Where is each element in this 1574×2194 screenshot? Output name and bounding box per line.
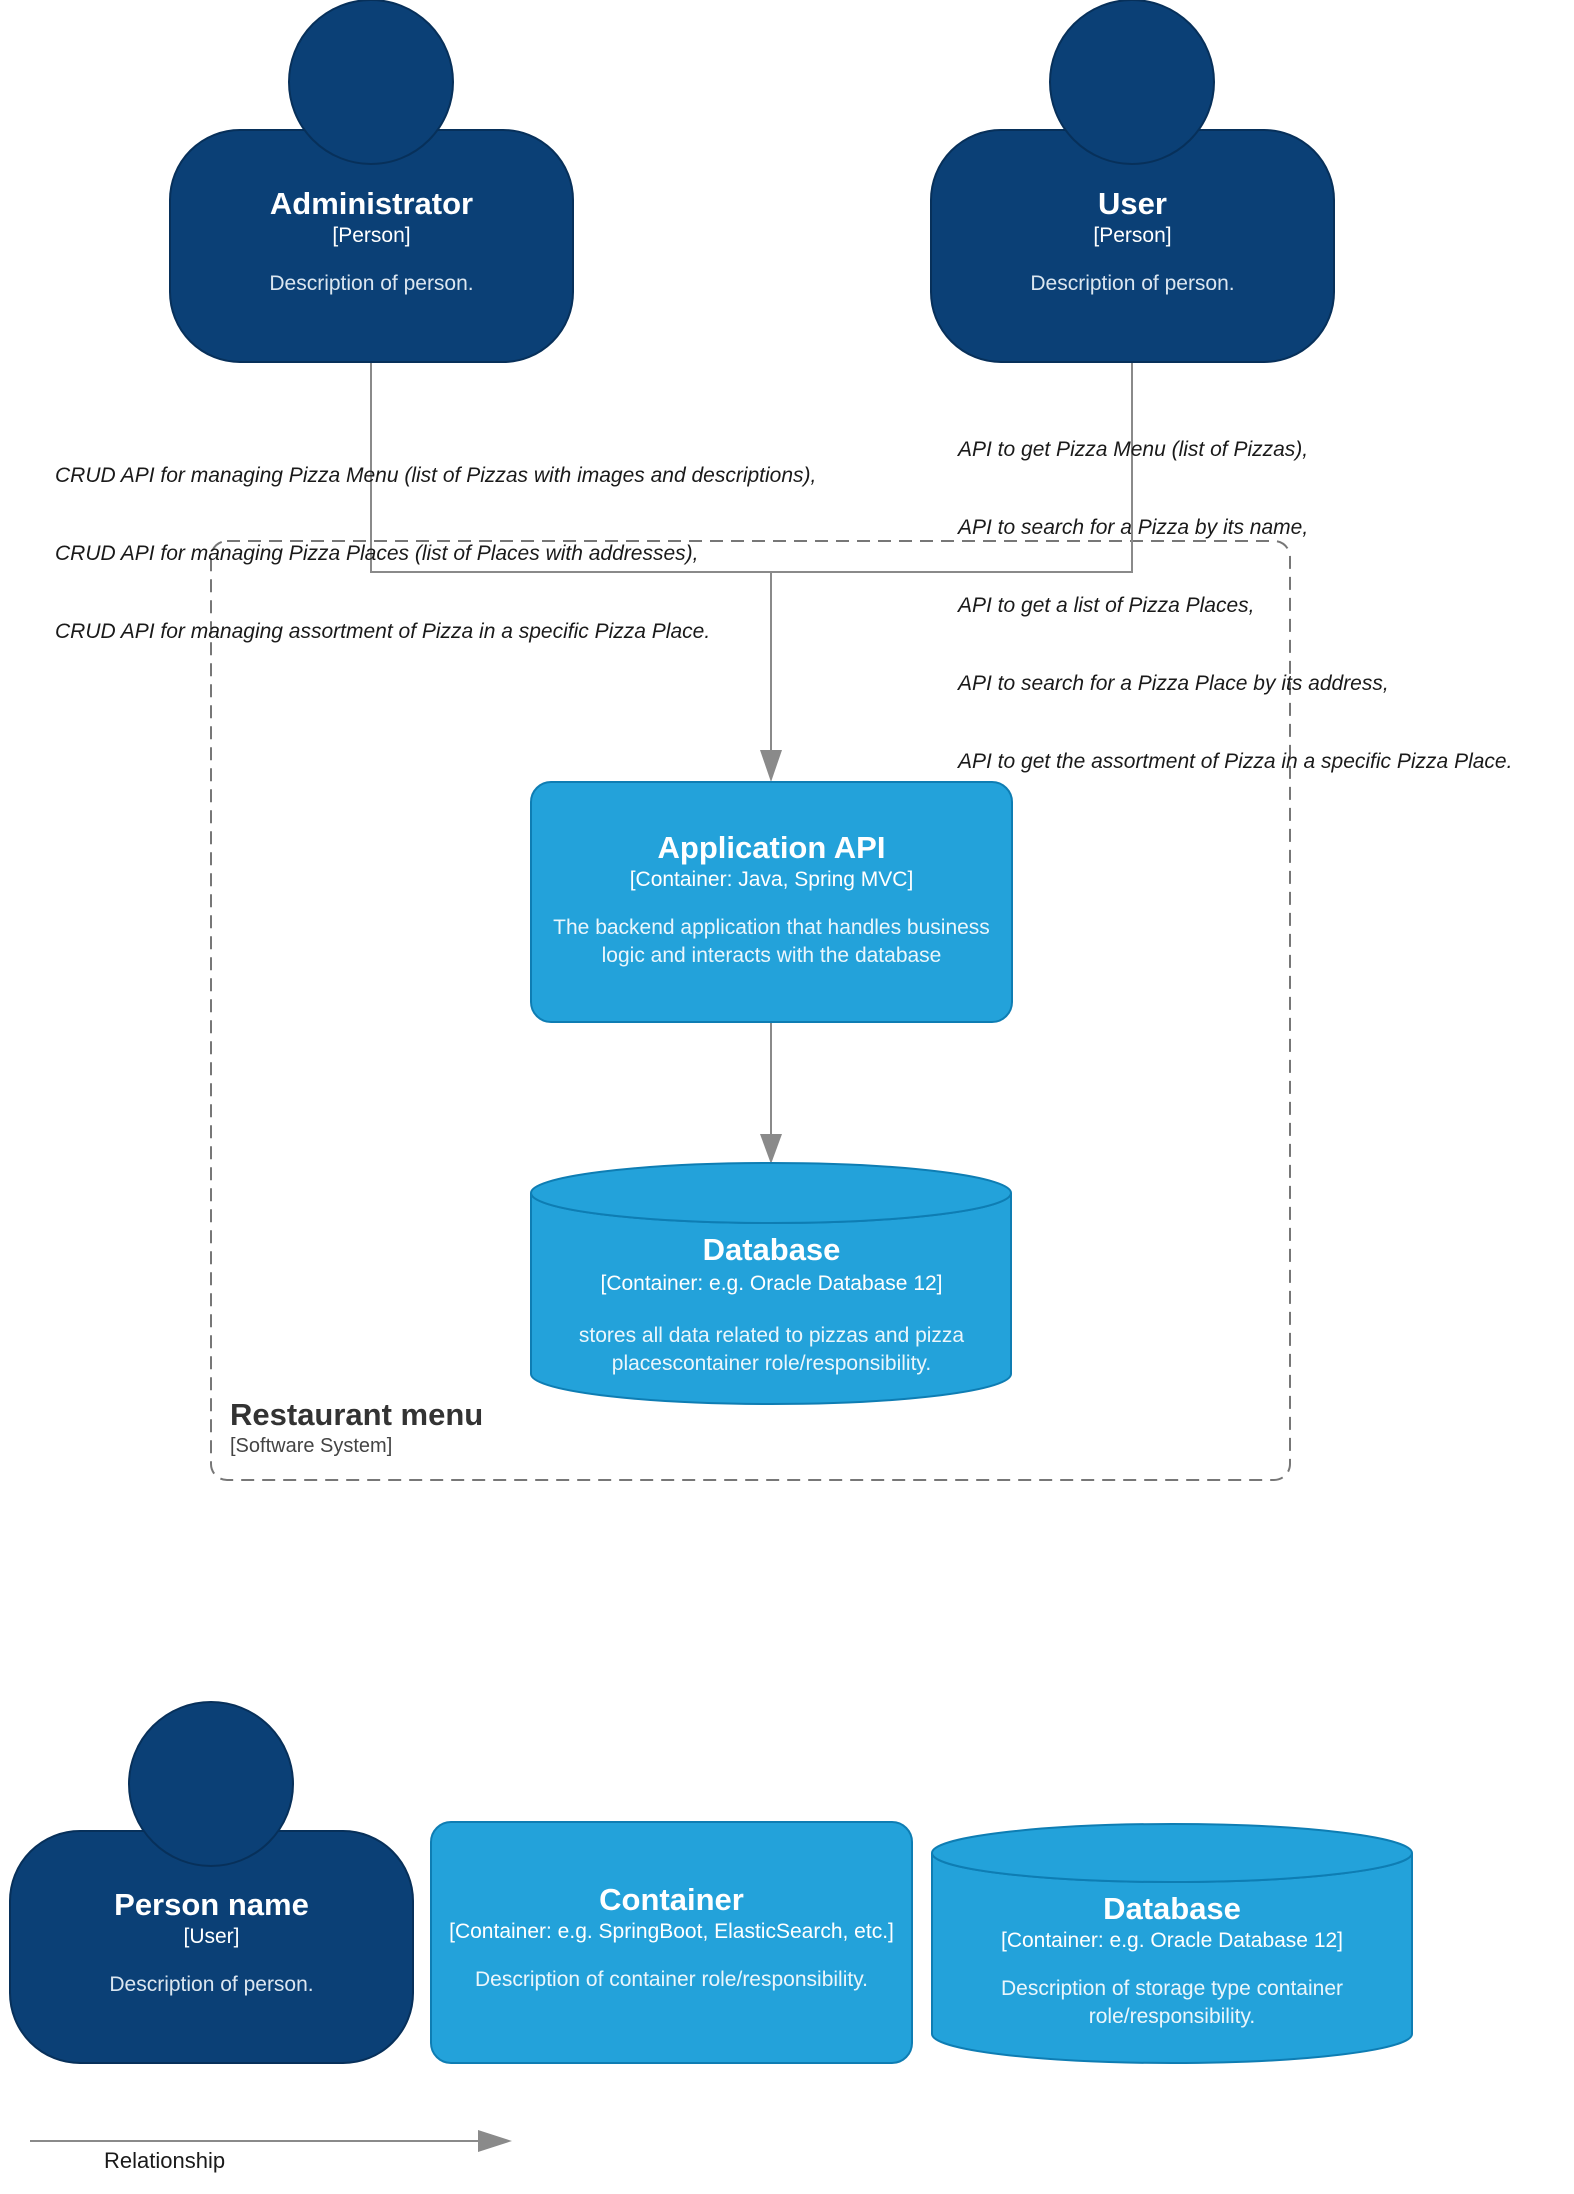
legend-container-tech: [Container: e.g. SpringBoot, ElasticSear… (449, 1920, 894, 1943)
relationship-line: CRUD API for managing assortment of Pizz… (55, 620, 711, 643)
person-description: Description of person. (1030, 272, 1235, 295)
relationship-line: API to get the assortment of Pizza in a … (958, 750, 1513, 773)
person-administrator-text: Administrator [Person] Description of pe… (170, 186, 573, 298)
container-application-api[interactable] (530, 781, 1013, 1023)
description-line: logic and interacts with the database (601, 944, 942, 967)
legend-relationship-label: Relationship (104, 2148, 226, 2173)
relationship-line: CRUD API for managing Pizza Places (list… (55, 542, 699, 565)
container-description: The backend application that handles bus… (531, 914, 1012, 970)
description-line: The backend application that handles bus… (553, 916, 990, 939)
description-line: placescontainer role/responsibility. (611, 1352, 932, 1375)
container-name: Database (702, 1232, 841, 1267)
relationship-line: API to search for a Pizza Place by its a… (958, 672, 1389, 695)
person-user[interactable] (930, 0, 1335, 363)
legend-person-description: Description of person. (109, 1973, 314, 1996)
container-database[interactable] (530, 1162, 1012, 1405)
legend-container-name: Container (599, 1882, 744, 1917)
person-description: Description of person. (269, 272, 474, 295)
description-line: role/responsibility. (1088, 2005, 1256, 2028)
person-head (1049, 0, 1215, 165)
relationship-line: API to get a list of Pizza Places, (958, 594, 1255, 617)
database-top (530, 1162, 1012, 1224)
container-name: Application API (657, 830, 886, 865)
legend-container[interactable] (430, 1821, 913, 2064)
container-description: stores all data related to pizzas and pi… (531, 1322, 1012, 1378)
relationship-line: API to search for a Pizza by its name, (958, 516, 1309, 539)
legend-database-tech: [Container: e.g. Oracle Database 12] (1000, 1929, 1344, 1952)
legend-person-name: Person name (114, 1887, 309, 1922)
container-tech: [Container: Java, Spring MVC] (629, 868, 914, 891)
legend-container-text: Container [Container: e.g. SpringBoot, E… (431, 1882, 912, 1994)
system-name: Restaurant menu (230, 1397, 484, 1432)
legend-database-description: Description of storage type container ro… (932, 1975, 1412, 2031)
legend-database-text: Database [Container: e.g. Oracle Databas… (932, 1891, 1412, 2031)
legend-person[interactable] (9, 1701, 414, 2064)
legend-database-name: Database (1103, 1891, 1241, 1926)
person-administrator[interactable] (169, 0, 574, 363)
person-head (288, 0, 454, 165)
person-name: User (1098, 186, 1167, 221)
description-line: stores all data related to pizzas and pi… (578, 1324, 965, 1347)
legend-person-text: Person name [User] Description of person… (10, 1887, 413, 1999)
container-application-api-text: Application API [Container: Java, Spring… (531, 830, 1012, 970)
relationship-line: API to get Pizza Menu (list of Pizzas), (958, 438, 1309, 461)
person-name: Administrator (269, 186, 474, 221)
system-boundary[interactable] (210, 540, 1291, 1481)
legend (9, 1701, 1413, 2152)
person-user-text: User [Person] Description of person. (931, 186, 1334, 298)
description-line: Description of storage type container (1000, 1977, 1344, 2000)
database-top (931, 1823, 1413, 1883)
person-type: [Person] (1093, 224, 1172, 247)
person-type: [Person] (332, 224, 411, 247)
legend-person-type: [User] (183, 1925, 240, 1948)
container-database-text: Database [Container: e.g. Oracle Databas… (531, 1232, 1012, 1378)
legend-container-description: Description of container role/responsibi… (475, 1968, 868, 1991)
arrowhead-api (760, 750, 782, 782)
arrowhead-database (760, 1134, 782, 1164)
edge-admin-to-api[interactable] (370, 362, 771, 573)
relationship-label-admin: CRUD API for managing Pizza Menu (list o… (55, 411, 816, 671)
relationship-line: CRUD API for managing Pizza Menu (list o… (55, 464, 817, 487)
container-tech: [Container: e.g. Oracle Database 12] (600, 1272, 943, 1295)
system-type: [Software System] (230, 1435, 393, 1457)
person-head (128, 1701, 294, 1867)
edge-user-to-api[interactable] (771, 362, 1133, 573)
edges (370, 362, 1133, 1164)
legend-relationship-arrowhead (478, 2130, 512, 2152)
legend-database[interactable] (931, 1823, 1413, 2064)
relationship-label-user: API to get Pizza Menu (list of Pizzas), … (958, 385, 1512, 801)
